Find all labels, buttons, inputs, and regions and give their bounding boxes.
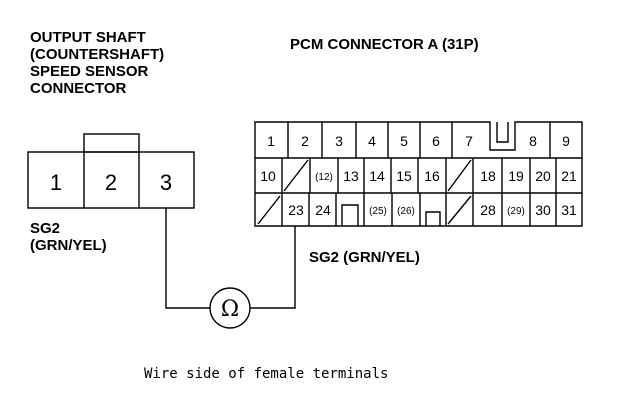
pcm-pin: 30 (535, 202, 551, 218)
pcm-pin: 14 (369, 168, 385, 184)
pcm-pin: 6 (432, 133, 440, 149)
pcm-title: PCM CONNECTOR A (31P) (290, 36, 479, 53)
caption: Wire side of female terminals (144, 366, 388, 382)
pcm-pin: (25) (369, 206, 387, 217)
pcm-pin: 18 (480, 168, 496, 184)
pcm-pin: 4 (368, 133, 376, 149)
sensor-pin-2: 2 (105, 170, 117, 195)
pcm-pin: 31 (561, 202, 577, 218)
pcm-pin: 24 (315, 202, 331, 218)
sensor-connector: 1 2 3 (27, 133, 195, 209)
pcm-connector: 1 2 3 4 5 6 7 8 9 10 (12) 13 14 15 16 18… (254, 121, 583, 227)
pcm-pin: 1 (267, 133, 275, 149)
pcm-pin: 28 (480, 202, 496, 218)
pcm-pin: (26) (397, 206, 415, 217)
ohmmeter-circuit: Ω (165, 208, 296, 329)
ohmmeter-icon (209, 287, 251, 329)
sensor-title-line-3: SPEED SENSOR (30, 63, 149, 80)
pcm-pin: 20 (535, 168, 551, 184)
pcm-pin: (29) (507, 206, 525, 217)
sensor-pin-1: 1 (50, 170, 62, 195)
sensor-wire-label-line-2: (GRN/YEL) (30, 237, 107, 254)
sensor-title-line-4: CONNECTOR (30, 80, 127, 97)
pcm-pin: 16 (424, 168, 440, 184)
pcm-pin: 5 (400, 133, 408, 149)
pcm-pin: 8 (529, 133, 537, 149)
pcm-pin: 15 (396, 168, 412, 184)
pcm-pin: 13 (343, 168, 359, 184)
sensor-pin-3: 3 (160, 170, 172, 195)
pcm-pin: 21 (561, 168, 577, 184)
wire-to-sensor-pin-3 (165, 208, 210, 309)
sensor-title-line-2: (COUNTERSHAFT) (30, 46, 164, 63)
sensor-title-line-1: OUTPUT SHAFT (30, 29, 146, 46)
sensor-wire-label-line-1: SG2 (30, 220, 60, 237)
wire-to-pcm-pin-23 (250, 226, 296, 309)
pcm-pin: 10 (260, 168, 276, 184)
pcm-pin: 23 (288, 202, 304, 218)
pcm-pin: 7 (465, 133, 473, 149)
pcm-pin: 19 (508, 168, 524, 184)
pcm-pin: (12) (315, 172, 333, 183)
pcm-pin: 9 (562, 133, 570, 149)
pcm-pin: 2 (301, 133, 309, 149)
ohm-symbol: Ω (221, 297, 239, 322)
pcm-wire-label: SG2 (GRN/YEL) (309, 249, 420, 266)
pcm-pin: 3 (335, 133, 343, 149)
